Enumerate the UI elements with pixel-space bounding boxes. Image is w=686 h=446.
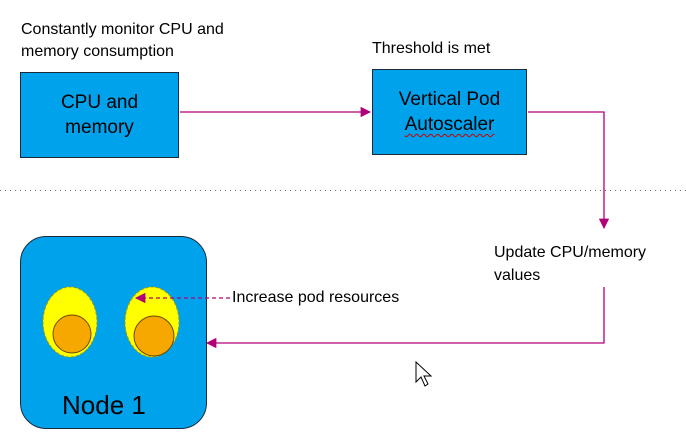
increase-label: Increase pod resources [232, 289, 400, 306]
update-label-line1: Update CPU/memory [494, 244, 647, 261]
vpa-label-line2: Autoscaler [404, 114, 495, 135]
monitor-label-line2: memory consumption [21, 43, 174, 60]
cpu-memory-box: CPU and memory [20, 72, 179, 158]
vpa-label-line1: Vertical Pod [398, 89, 501, 110]
cpu-memory-label-line1: CPU and [60, 92, 139, 113]
arrow-update-to-node [205, 287, 605, 349]
vertical-pod-autoscaler-box: Vertical Pod Autoscaler [372, 69, 527, 155]
arrow-vpa-to-update [528, 111, 610, 230]
threshold-label: Threshold is met [372, 40, 491, 57]
monitor-label-line1: Constantly monitor CPU and [21, 21, 224, 38]
cpu-memory-label-line2: memory [65, 117, 134, 138]
update-label-line2: values [494, 267, 541, 284]
node-label: Node 1 [62, 390, 146, 420]
